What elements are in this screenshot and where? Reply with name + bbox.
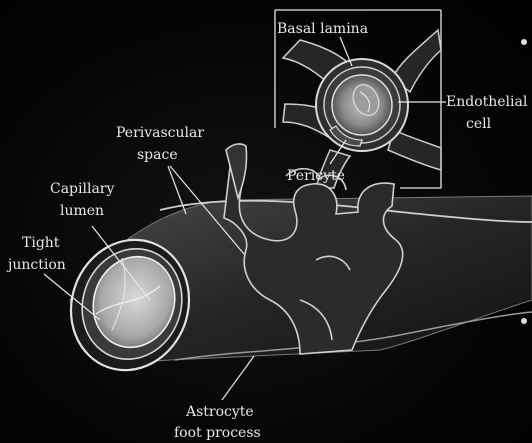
inset-cross-section bbox=[316, 59, 408, 151]
label-astrocyte-foot-process-line2: foot process bbox=[174, 425, 261, 442]
label-basal-lamina: Basal lamina bbox=[277, 21, 368, 38]
label-capillary-lumen-line2: lumen bbox=[60, 203, 104, 220]
label-capillary-lumen-line1: Capillary bbox=[50, 181, 114, 198]
label-perivascular-space-line2: space bbox=[137, 147, 178, 164]
label-tight-junction-line1: Tight bbox=[22, 235, 59, 252]
label-tight-junction-line2: junction bbox=[8, 257, 66, 274]
slide-bullet-1 bbox=[521, 39, 527, 45]
label-pericyte: Pericyte bbox=[287, 168, 345, 185]
label-endothelial-cell-line2: cell bbox=[466, 116, 491, 133]
label-endothelial-cell-line1: Endothelial bbox=[446, 94, 527, 111]
label-perivascular-space-line1: Perivascular bbox=[116, 125, 204, 142]
label-astrocyte-foot-process-line1: Astrocyte bbox=[186, 404, 254, 421]
slide-bullet-2 bbox=[521, 318, 527, 324]
